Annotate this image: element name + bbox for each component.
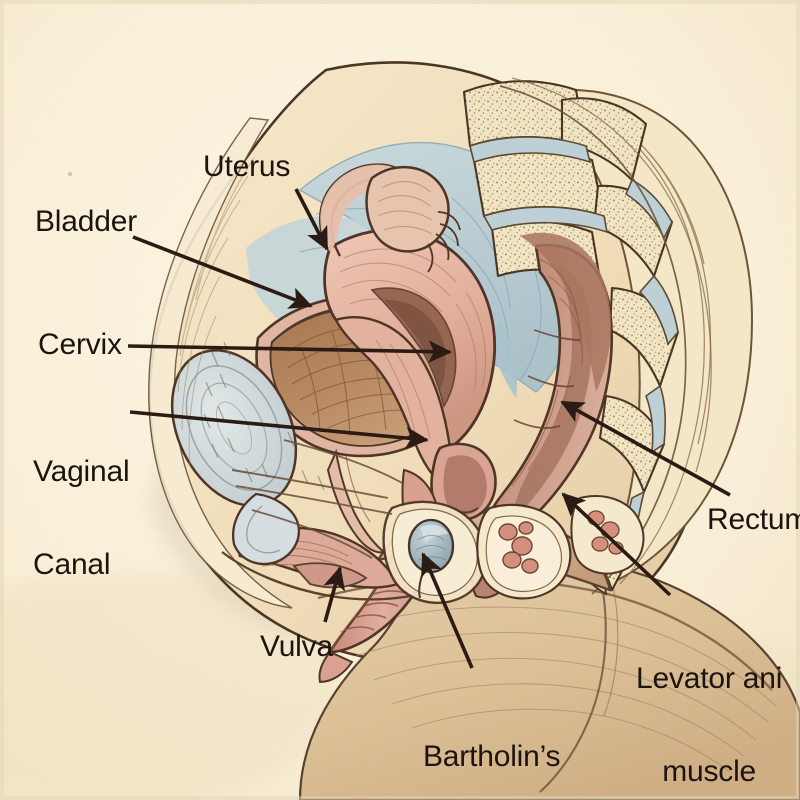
leader-cervix [127,340,452,363]
ovary-and-fallopian-tube [318,163,461,273]
pubic-symphysis [170,349,301,566]
label-bartholins-gland[interactable]: Bartholin’s gland [423,679,561,800]
label-levator-ani-line1: Levator ani [636,662,783,695]
leader-uterus [294,188,329,251]
leader-levator-ani [561,492,672,597]
leader-vaginal-canal [129,410,429,450]
label-levator-ani-muscle[interactable]: Levator ani muscle [636,601,782,800]
label-levator-ani-line2: muscle [662,755,757,788]
label-cervix[interactable]: Cervix [38,328,122,361]
label-bladder[interactable]: Bladder [35,205,138,238]
leader-vulva [323,566,346,623]
pelvic-fascia [231,439,405,559]
label-uterus[interactable]: Uterus [203,150,291,183]
abdominal-wall-texture [177,157,255,467]
label-vaginal-canal-line2: Canal [33,548,111,581]
leader-rectum [560,400,731,497]
label-bartholins-gland-line1: Bartholin’s [423,740,561,773]
label-vulva[interactable]: Vulva [260,630,333,663]
label-vaginal-canal-line1: Vaginal [33,455,130,488]
leader-bladder [132,235,313,309]
label-rectum[interactable]: Rectum [707,503,800,536]
leader-bartholins [421,552,474,669]
leader-lines [127,188,731,669]
label-vaginal-canal[interactable]: Vaginal Canal [33,394,130,642]
